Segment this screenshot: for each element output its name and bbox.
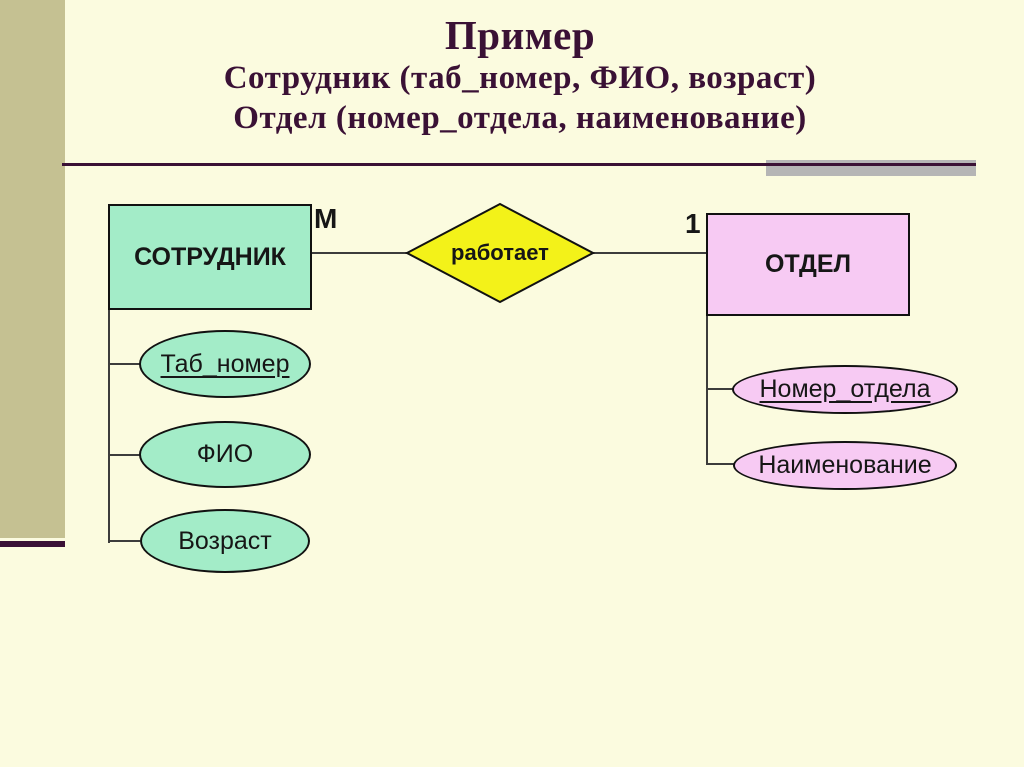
attribute-vozrast: Возраст (140, 509, 310, 573)
entity-employee: СОТРУДНИК (108, 204, 312, 310)
attribute-nomer-otdela: Номер_отдела (732, 365, 958, 414)
attribute-nomer-otdela-label: Номер_отдела (759, 375, 931, 403)
attribute-tab-nomer-label: Таб_номер (160, 349, 290, 378)
entity-employee-label: СОТРУДНИК (134, 242, 286, 271)
connector-relationship-department (593, 252, 707, 254)
diamond-icon (405, 202, 595, 304)
attribute-fio-label: ФИО (196, 440, 254, 468)
connector-employee-attribute-vozrast (108, 540, 140, 542)
attribute-vozrast-label: Возраст (178, 526, 272, 555)
subtitle-line-employee: Сотрудник (таб_номер, ФИО, возраст) (223, 60, 817, 97)
connector-department-attribute-nomer-otdela (706, 388, 734, 390)
connector-employee-attribute-tab-nomer (108, 363, 140, 365)
entity-department: ОТДЕЛ (706, 213, 910, 316)
attribute-fio: ФИО (139, 421, 311, 488)
connector-employee-attributes-trunk (108, 310, 110, 543)
cardinality-employee-m: M (314, 203, 338, 234)
connector-department-attributes-trunk (706, 316, 708, 465)
left-accent-bar (0, 0, 65, 538)
relationship-works: работает (405, 202, 595, 304)
attribute-naimenovanie: Наименование (733, 441, 957, 490)
entity-department-label: ОТДЕЛ (764, 250, 852, 278)
cardinality-department-1: 1 (685, 208, 701, 239)
title-block: Пример Сотрудник (таб_номер, ФИО, возрас… (52, 12, 988, 138)
connector-department-attribute-naimenovanie (706, 463, 734, 465)
attribute-naimenovanie-label: Наименование (758, 451, 932, 479)
left-accent-bar-underline (0, 541, 65, 547)
connector-employee-relationship (312, 252, 407, 254)
connector-employee-attribute-fio (108, 454, 140, 456)
attribute-tab-nomer: Таб_номер (139, 330, 311, 398)
subtitle-line-department: Отдел (номер_отдела, наименование) (233, 99, 807, 136)
title-rule (62, 163, 976, 166)
slide-title: Пример (444, 12, 596, 58)
relationship-label: работает (451, 240, 549, 265)
